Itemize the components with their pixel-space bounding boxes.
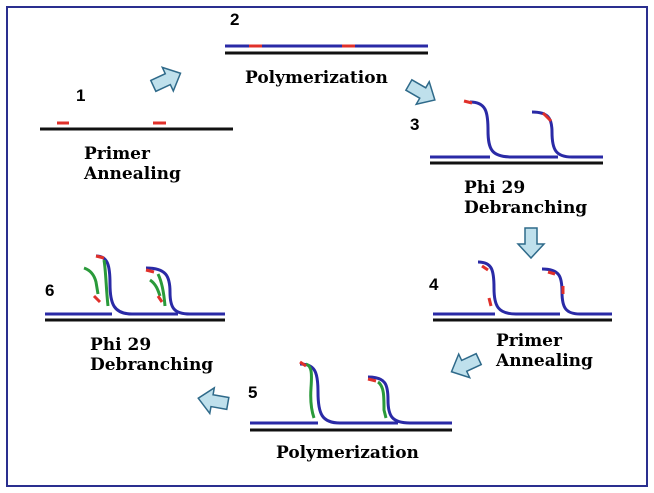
primer <box>92 294 102 304</box>
extension-strand <box>377 380 388 419</box>
extension-strand <box>156 273 167 307</box>
step-3-label-line-2: Debranching <box>464 198 587 218</box>
step-6: 6 Phi 29 Debranching <box>45 254 225 375</box>
step-4-number: 4 <box>429 275 439 294</box>
step-4-label-line-1: Primer <box>496 331 563 351</box>
primer <box>487 297 493 307</box>
step-6-label-line-1: Phi 29 <box>90 335 151 355</box>
branch-strand <box>149 278 162 297</box>
step-3-label-line-1: Phi 29 <box>464 178 525 198</box>
step-2-number: 2 <box>230 10 239 29</box>
branch-strand <box>83 266 100 295</box>
step-1-label-line-1: Primer <box>84 144 151 164</box>
step-2: 2 Polymerization <box>225 10 428 88</box>
block-arrow-icon <box>149 66 182 93</box>
step-5-label: Polymerization <box>276 443 419 463</box>
step-5: 5 Polymerization <box>248 360 452 463</box>
step-4: 4 Primer Annealing <box>429 260 612 371</box>
block-arrow-icon <box>450 352 483 379</box>
displaced-strand <box>469 100 558 159</box>
step-6-number: 6 <box>45 281 54 300</box>
primer <box>156 295 164 303</box>
step-1-number: 1 <box>76 86 85 105</box>
extension-strand <box>102 259 110 307</box>
primer <box>481 264 489 272</box>
displaced-strand <box>531 110 603 159</box>
primer <box>463 99 473 105</box>
step-1: 1 Primer Annealing <box>40 86 233 184</box>
step-4-label-line-2: Annealing <box>495 351 593 371</box>
block-arrow-icon <box>404 78 436 106</box>
primer <box>299 360 307 368</box>
displaced-strand <box>477 260 560 316</box>
step-5-number: 5 <box>248 383 257 402</box>
diagram-frame <box>6 6 648 487</box>
block-arrow-icon <box>516 227 546 260</box>
extension-strand <box>305 362 316 419</box>
step-3-number: 3 <box>410 115 419 134</box>
primer <box>95 254 105 260</box>
primer <box>145 268 155 274</box>
primer <box>367 377 377 383</box>
displaced-strand <box>367 375 452 425</box>
step-2-label: Polymerization <box>245 68 388 88</box>
step-6-label-line-2: Debranching <box>90 355 213 375</box>
displaced-strand <box>145 266 225 316</box>
step-1-label-line-2: Annealing <box>83 164 181 184</box>
displaced-strand <box>541 267 612 316</box>
displaced-strand <box>95 254 178 316</box>
primer <box>547 270 556 276</box>
block-arrow-icon <box>197 386 230 416</box>
step-3: 3 Phi 29 Debranching <box>410 99 603 218</box>
primer <box>541 111 553 123</box>
